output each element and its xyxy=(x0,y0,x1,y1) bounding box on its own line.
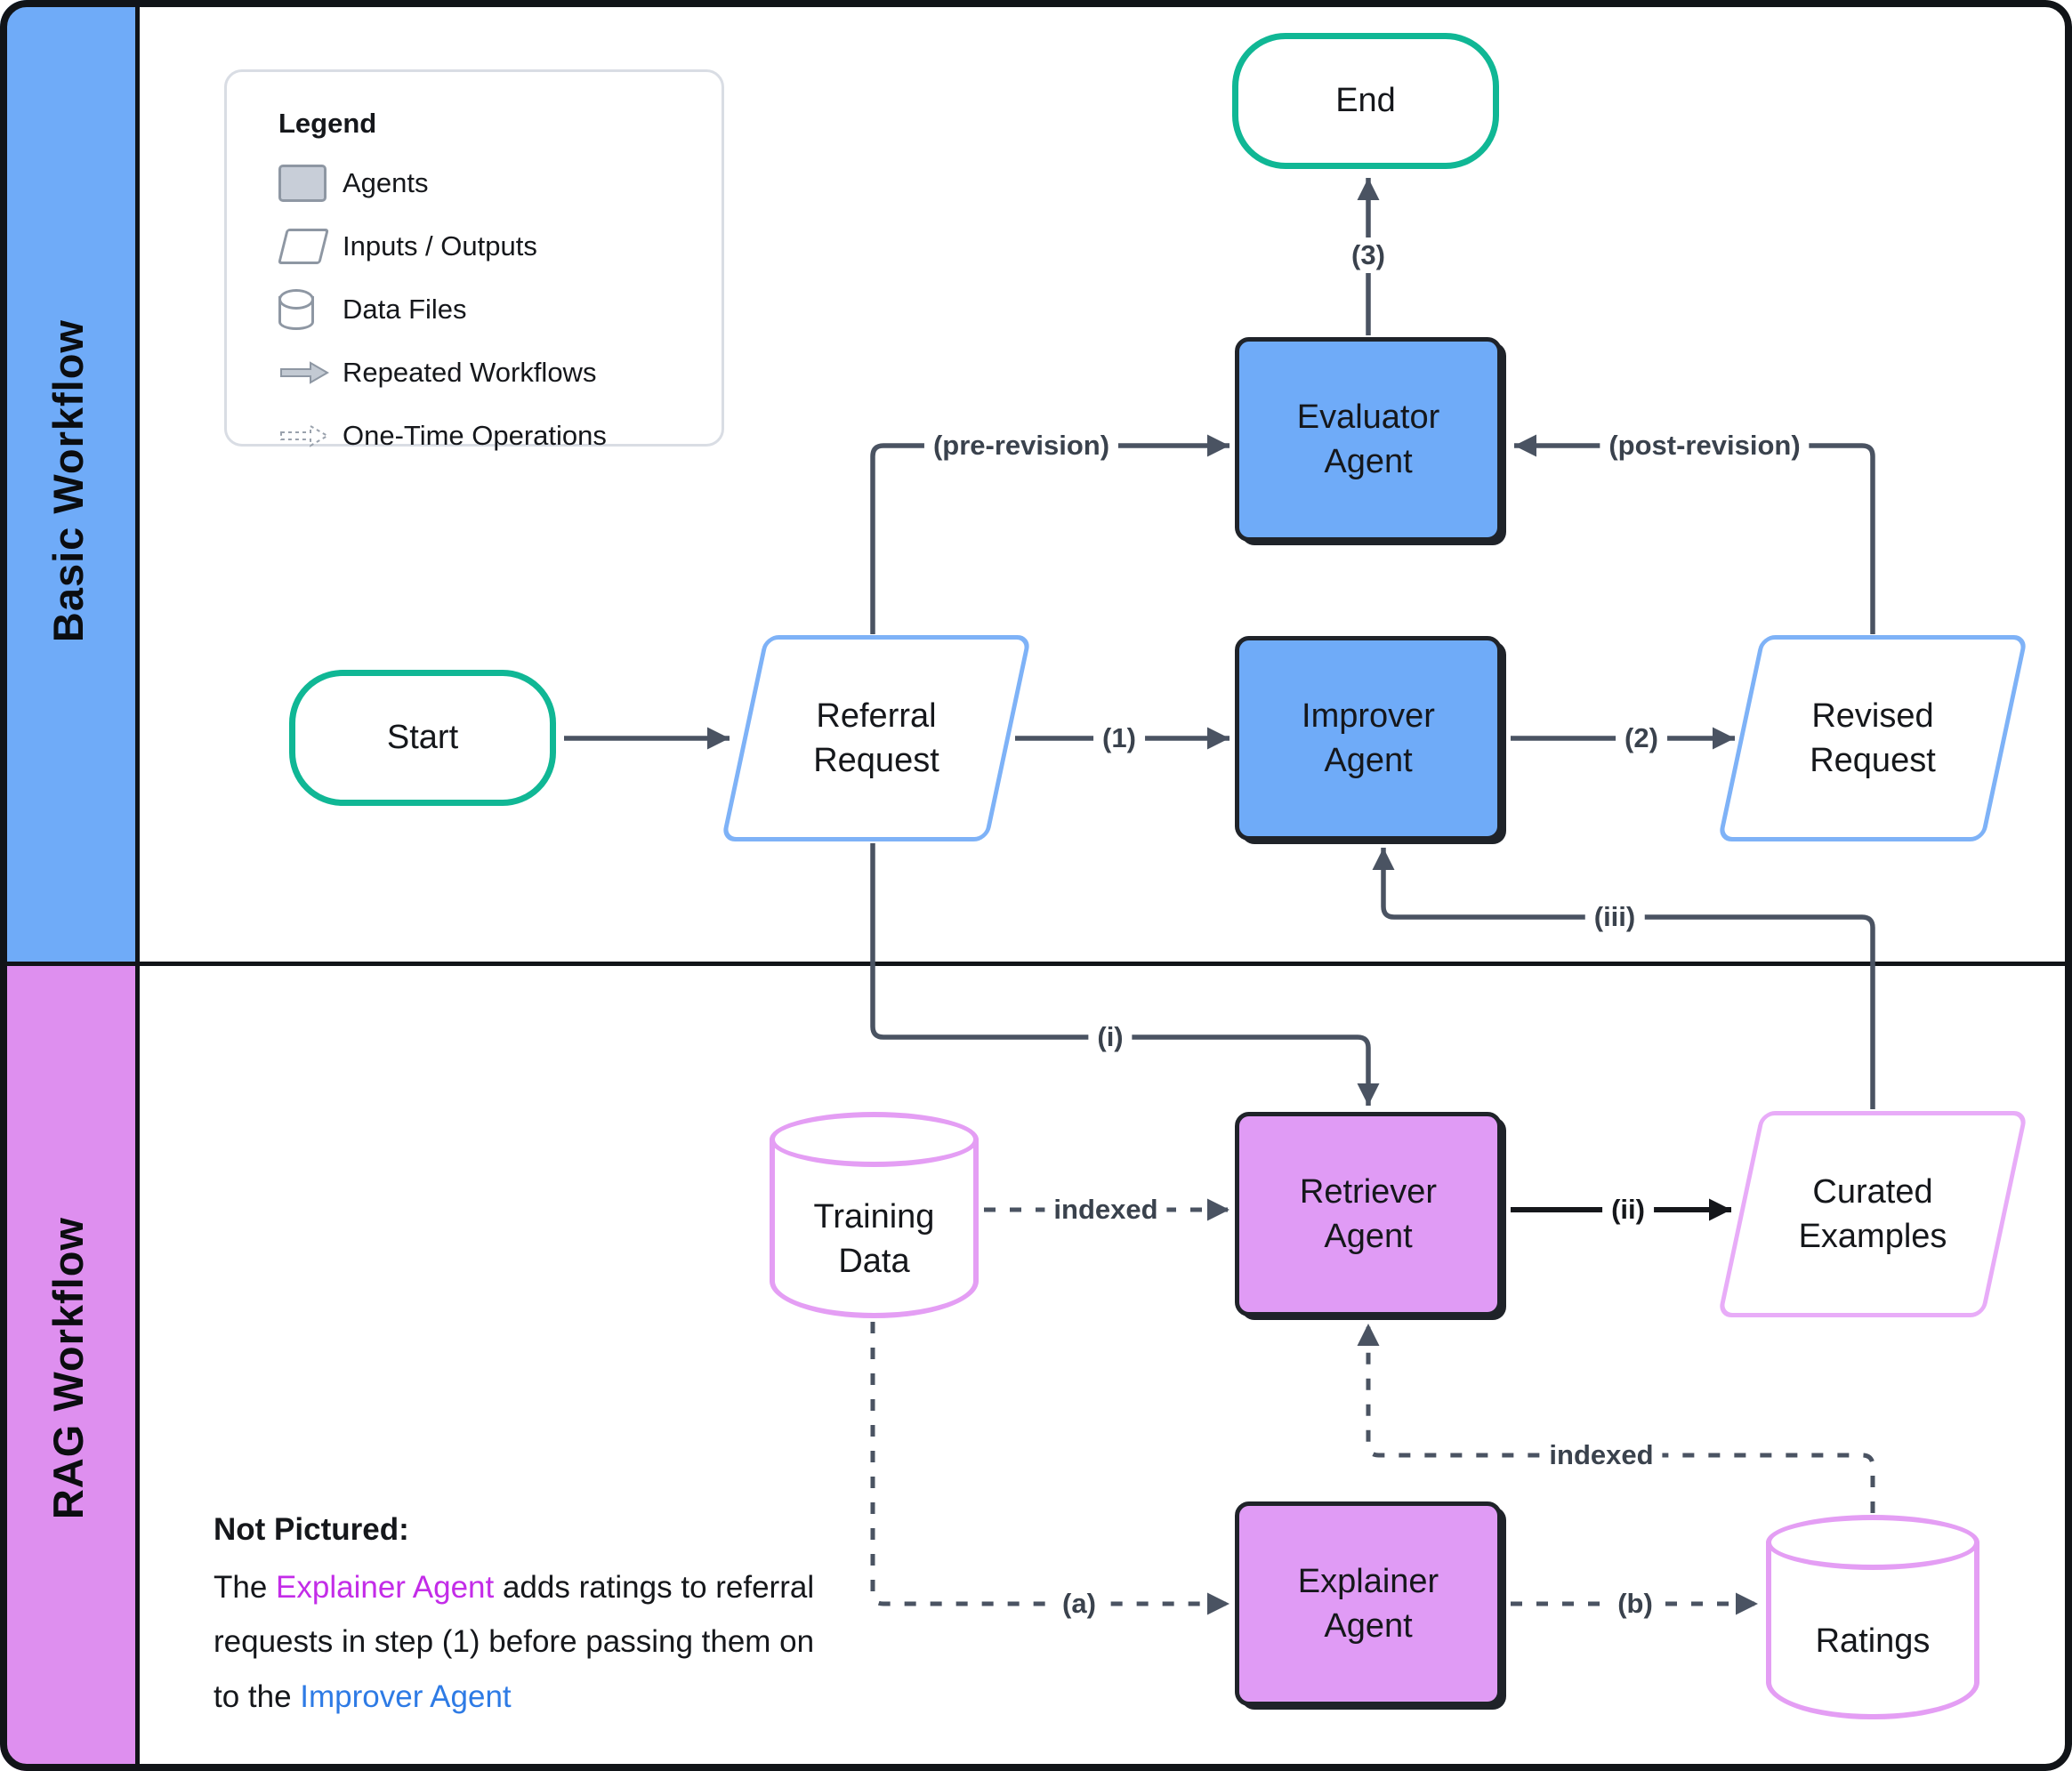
dashed-arrow-icon xyxy=(278,423,343,448)
edge-training-to-explainer-a xyxy=(870,1322,1229,1615)
sidebar-basic-workflow: Basic Workflow xyxy=(0,0,140,962)
cylinder-icon xyxy=(278,289,343,330)
node-referral-request-label: Referral Request xyxy=(813,696,939,779)
node-training-data-label: Training Data xyxy=(813,1197,935,1280)
legend-item-label: Inputs / Outputs xyxy=(343,230,537,262)
node-evaluator-agent: Evaluator Agent xyxy=(1235,337,1502,542)
node-improver-agent-label: Improver Agent xyxy=(1302,696,1435,779)
edge-label-pre-revision: (pre-revision) xyxy=(923,428,1119,463)
edge-label-indexed-training: indexed xyxy=(1044,1192,1167,1228)
node-end-label: End xyxy=(1335,82,1396,120)
node-end: End xyxy=(1232,33,1499,169)
note-text: The xyxy=(214,1570,277,1605)
edge-revised-to-evaluator-post xyxy=(1514,434,1875,634)
edge-label-i: (i) xyxy=(1088,1019,1133,1055)
node-ratings-label: Ratings xyxy=(1815,1622,1931,1660)
sidebar-rag-workflow: RAG Workflow xyxy=(0,966,140,1771)
legend-item-repeated-workflows: Repeated Workflows xyxy=(278,352,722,393)
note-improver-agent-ref: Improver Agent xyxy=(300,1678,512,1714)
node-curated-examples-label: Curated Examples xyxy=(1798,1172,1947,1255)
legend-item-label: One-Time Operations xyxy=(343,420,607,451)
edge-label-iii: (iii) xyxy=(1584,899,1645,935)
edge-label-indexed-ratings: indexed xyxy=(1540,1437,1663,1473)
legend-item-agents: Agents xyxy=(278,163,722,204)
node-explainer-agent-label: Explainer Agent xyxy=(1297,1562,1439,1645)
note-title: Not Pictured: xyxy=(214,1512,409,1547)
edge-curated-to-improver-iii xyxy=(1372,848,1875,1109)
edge-referral-to-retriever-i xyxy=(870,843,1380,1106)
not-pictured-note: Not Pictured: The Explainer Agent adds r… xyxy=(214,1512,845,1724)
edge-label-2: (2) xyxy=(1616,720,1667,756)
node-improver-agent: Improver Agent xyxy=(1235,636,1502,841)
legend-title: Legend xyxy=(278,108,377,139)
node-ratings: Ratings xyxy=(1766,1515,1979,1719)
edge-label-1: (1) xyxy=(1093,720,1145,756)
solid-arrow-icon xyxy=(278,360,343,385)
node-start: Start xyxy=(289,670,556,806)
edge-label-b: (b) xyxy=(1608,1586,1662,1622)
node-retriever-agent-label: Retriever Agent xyxy=(1299,1172,1438,1255)
edge-label-a: (a) xyxy=(1053,1586,1105,1622)
agents-swatch-icon xyxy=(278,165,343,202)
node-referral-request: Referral Request xyxy=(721,635,1032,841)
node-evaluator-agent-label: Evaluator Agent xyxy=(1296,398,1440,480)
edge-label-3: (3) xyxy=(1342,237,1394,273)
legend-item-label: Data Files xyxy=(343,294,467,325)
node-curated-examples: Curated Examples xyxy=(1717,1111,2028,1317)
edge-referral-to-evaluator-pre xyxy=(870,434,1229,634)
node-start-label: Start xyxy=(386,719,459,757)
edge-ratings-to-retriever-indexed xyxy=(1357,1324,1875,1513)
note-text: adds ratings to referral requests in ste… xyxy=(214,1570,815,1714)
edge-label-ii: (ii) xyxy=(1602,1192,1654,1228)
parallelogram-icon xyxy=(278,229,343,264)
legend-item-inputs-outputs: Inputs / Outputs xyxy=(278,226,722,267)
node-training-data: Training Data xyxy=(770,1112,979,1318)
node-revised-request-label: Revised Request xyxy=(1810,696,1936,779)
legend-item-data-files: Data Files xyxy=(278,289,722,330)
node-retriever-agent: Retriever Agent xyxy=(1235,1112,1502,1316)
note-body: The Explainer Agent adds ratings to refe… xyxy=(214,1560,845,1724)
section-divider xyxy=(0,962,2072,966)
legend-item-one-time-operations: One-Time Operations xyxy=(278,415,722,456)
legend-item-label: Repeated Workflows xyxy=(343,357,597,388)
legend-box: Legend Agents Inputs / Outputs Data File… xyxy=(224,69,724,451)
edge-label-post-revision: (post-revision) xyxy=(1600,428,1810,463)
node-revised-request: Revised Request xyxy=(1717,635,2028,841)
note-explainer-agent-ref: Explainer Agent xyxy=(276,1570,495,1605)
legend-item-label: Agents xyxy=(343,167,429,198)
node-explainer-agent: Explainer Agent xyxy=(1235,1501,1502,1706)
